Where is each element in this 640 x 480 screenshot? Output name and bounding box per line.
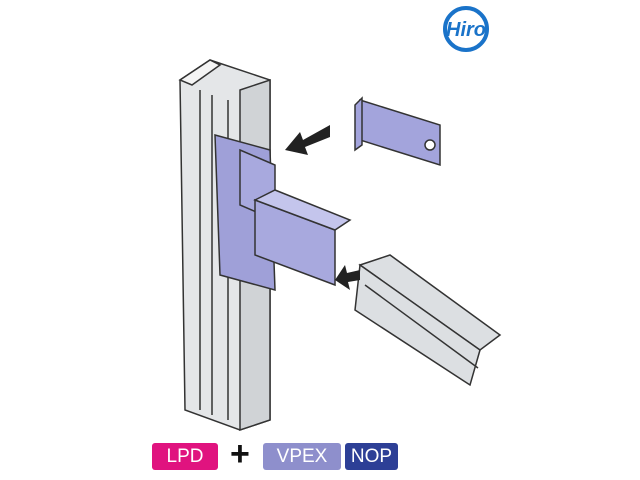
arrow-icon <box>335 265 360 290</box>
product-badge-lpd: LPD <box>152 443 218 470</box>
product-badge-vpex: VPEX <box>263 443 341 470</box>
nop-part <box>354 96 441 167</box>
arrow-icon <box>285 125 330 155</box>
plus-sign: + <box>230 435 250 473</box>
vpex-bracket <box>239 148 352 287</box>
svg-text:Hiro: Hiro <box>446 19 486 41</box>
product-badge-nop: NOP <box>345 443 398 470</box>
hiro-logo: Hiro <box>443 6 489 52</box>
strut-rail <box>354 254 502 387</box>
